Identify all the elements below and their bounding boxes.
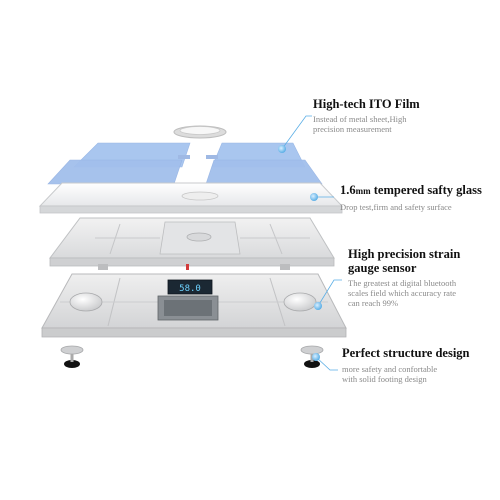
connector-dot-icon (314, 302, 322, 310)
scale-base-layer (41, 273, 347, 338)
feature-description: more safety and confortable with solid f… (342, 364, 438, 384)
callout-line-structure (312, 353, 338, 371)
callout-line-glass (310, 193, 334, 201)
feature-title: 1.6mm tempered safty glass (340, 183, 482, 197)
connector-dot-icon (278, 145, 286, 153)
scale-foot-icon (300, 345, 324, 368)
feature-description: Instead of metal sheet,High precision me… (313, 114, 407, 134)
feature-description: Drop test,firm and safety surface (340, 202, 452, 212)
ito-film-layer (47, 142, 323, 185)
feature-strain-sensor: High precision strain gauge sensor The g… (348, 247, 460, 308)
feature-title: High-tech ITO Film (313, 97, 420, 111)
feature-ito-film: High-tech ITO Film Instead of metal shee… (313, 97, 420, 134)
digital-display: 58.0 (167, 279, 213, 295)
feature-title: High precision strain gauge sensor (348, 247, 461, 275)
button-ring-part (173, 125, 227, 139)
feature-title: Perfect structure design (342, 346, 470, 360)
scale-foot-icon (60, 345, 84, 368)
connector-dot-icon (310, 193, 318, 201)
frame-plate-layer (49, 217, 335, 270)
feature-tempered-glass: 1.6mm tempered safty glass Drop test,fir… (340, 183, 482, 212)
feature-structure: Perfect structure design more safety and… (342, 346, 470, 384)
callout-line-ito (278, 115, 312, 153)
callout-line-sensor (314, 279, 342, 310)
connector-dot-icon (312, 353, 320, 361)
tempered-glass-layer (38, 182, 344, 214)
display-readout: 58.0 (179, 284, 201, 294)
feature-description: The greatest at digital bluetooth scales… (348, 278, 457, 308)
